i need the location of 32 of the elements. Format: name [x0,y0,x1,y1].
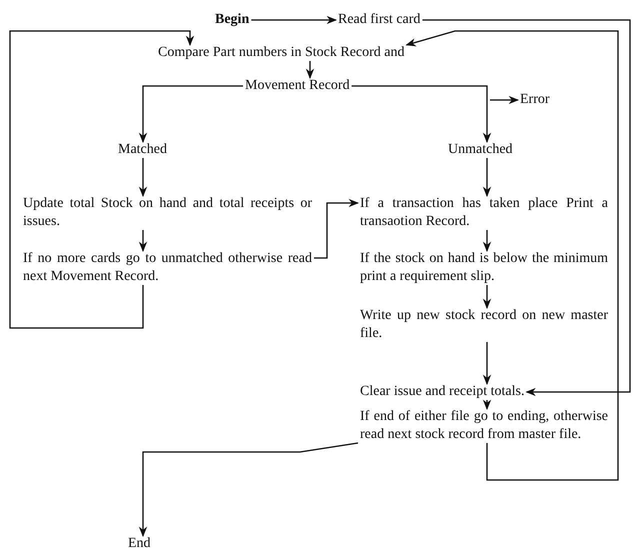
arrow [406,30,619,481]
arrow [251,16,338,24]
arrow [352,85,492,144]
step-text: If a transaction has taken place Print a transaotion Record. [360,195,608,231]
arrow [490,96,520,104]
arrow [482,285,492,310]
arrow [138,85,243,144]
arrow [482,158,492,198]
step-text: If no more cards go to unmatched otherwise read next Movement Record. [23,250,312,286]
step-text: Update total Stock on hand and total receipts or issues. [23,195,312,231]
step-label: Clear issue and receipt totals. [360,383,524,401]
step-text: Write up new stock record on new master file. [360,307,608,343]
step-text: If the stock on hand is below the minimum print a requirement slip. [360,250,608,286]
arrow [306,61,314,80]
step-label: Movement Record [245,77,350,95]
step-text: If end of either file go to ending, otherwise read next stock record from master file. [360,408,608,444]
arrow [482,230,492,252]
arrow [422,19,631,396]
arrow [482,400,492,410]
step-label: Read first card [338,11,420,29]
arrow [138,442,358,538]
step-label: Matched [118,141,167,159]
step-label: End [128,535,151,553]
arrow [138,230,148,252]
arrow [482,342,492,386]
step-label: Error [520,91,550,109]
step-label: Begin [215,11,250,29]
arrow [9,30,194,329]
arrow [314,198,360,259]
step-label: Unmatched [448,141,513,159]
step-label: Compare Part numbers in Stock Record and [158,44,405,62]
arrow [138,158,148,198]
